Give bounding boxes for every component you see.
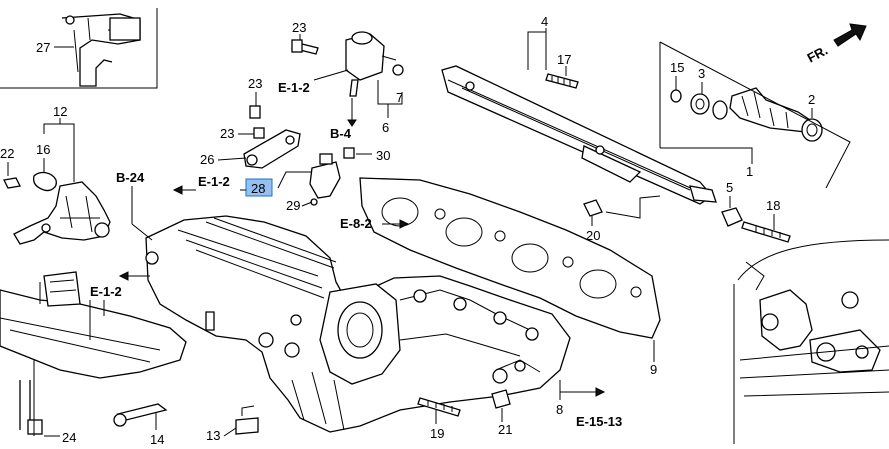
part-label-29[interactable]: 29	[286, 198, 300, 213]
stud-17	[545, 73, 579, 89]
part-label-3[interactable]: 3	[698, 66, 705, 81]
part-label-8[interactable]: 8	[556, 402, 563, 417]
part-label-20[interactable]: 20	[586, 228, 600, 243]
part-label-7[interactable]: 7	[396, 90, 403, 105]
front-direction-arrow	[833, 23, 867, 47]
part-label-26[interactable]: 26	[200, 152, 214, 167]
manifold-gasket-9	[359, 177, 661, 339]
part-label-14[interactable]: 14	[150, 432, 164, 447]
ref-b-4[interactable]: B-4	[330, 126, 352, 141]
ref-e-1-2-left[interactable]: E-1-2	[90, 284, 122, 299]
part-label-27[interactable]: 27	[36, 40, 50, 55]
part-label-2[interactable]: 2	[808, 92, 815, 107]
bracket-26	[243, 105, 301, 169]
pressure-regulator-6	[291, 31, 404, 97]
ref-e-15-13[interactable]: E-15-13	[576, 414, 622, 429]
part-label-12[interactable]: 12	[53, 104, 67, 119]
part-label-23-low[interactable]: 23	[220, 126, 234, 141]
part-label-23-mid[interactable]: 23	[248, 76, 262, 91]
fuel-rail-4	[441, 65, 717, 205]
part-label-13[interactable]: 13	[206, 428, 220, 443]
part-label-6[interactable]: 6	[382, 120, 389, 135]
part-label-4[interactable]: 4	[541, 14, 548, 29]
ref-e-1-2-top[interactable]: E-1-2	[278, 80, 310, 95]
part-label-28-highlight	[245, 178, 273, 197]
part-label-1[interactable]: 1	[746, 164, 753, 179]
inset-box-bracket-27	[0, 8, 158, 89]
part-label-18[interactable]: 18	[766, 198, 780, 213]
injector-assembly	[670, 87, 823, 142]
part-label-5[interactable]: 5	[726, 180, 733, 195]
part-label-28[interactable]: 28	[251, 181, 265, 196]
direction-label-fr: FR.	[805, 42, 831, 65]
ref-b-24[interactable]: B-24	[116, 170, 145, 185]
part-label-19[interactable]: 19	[430, 426, 444, 441]
part-label-30[interactable]: 30	[376, 148, 390, 163]
lower-support-frame	[0, 271, 259, 435]
part-label-22[interactable]: 22	[0, 146, 14, 161]
ref-e-1-2-mid[interactable]: E-1-2	[198, 174, 230, 189]
inset-engine-side	[733, 239, 889, 444]
part-label-16[interactable]: 16	[36, 142, 50, 157]
bracket-assembly-12	[3, 171, 111, 245]
part-label-23-top[interactable]: 23	[292, 20, 306, 35]
part-label-21[interactable]: 21	[498, 422, 512, 437]
sensor-28	[309, 147, 355, 206]
part-label-17[interactable]: 17	[557, 52, 571, 67]
intake-manifold	[145, 215, 571, 433]
part-label-9[interactable]: 9	[650, 362, 657, 377]
small-parts-right	[417, 199, 791, 417]
part-label-15[interactable]: 15	[670, 60, 684, 75]
ref-e-8-2[interactable]: E-8-2	[340, 216, 372, 231]
part-label-24[interactable]: 24	[62, 430, 76, 445]
